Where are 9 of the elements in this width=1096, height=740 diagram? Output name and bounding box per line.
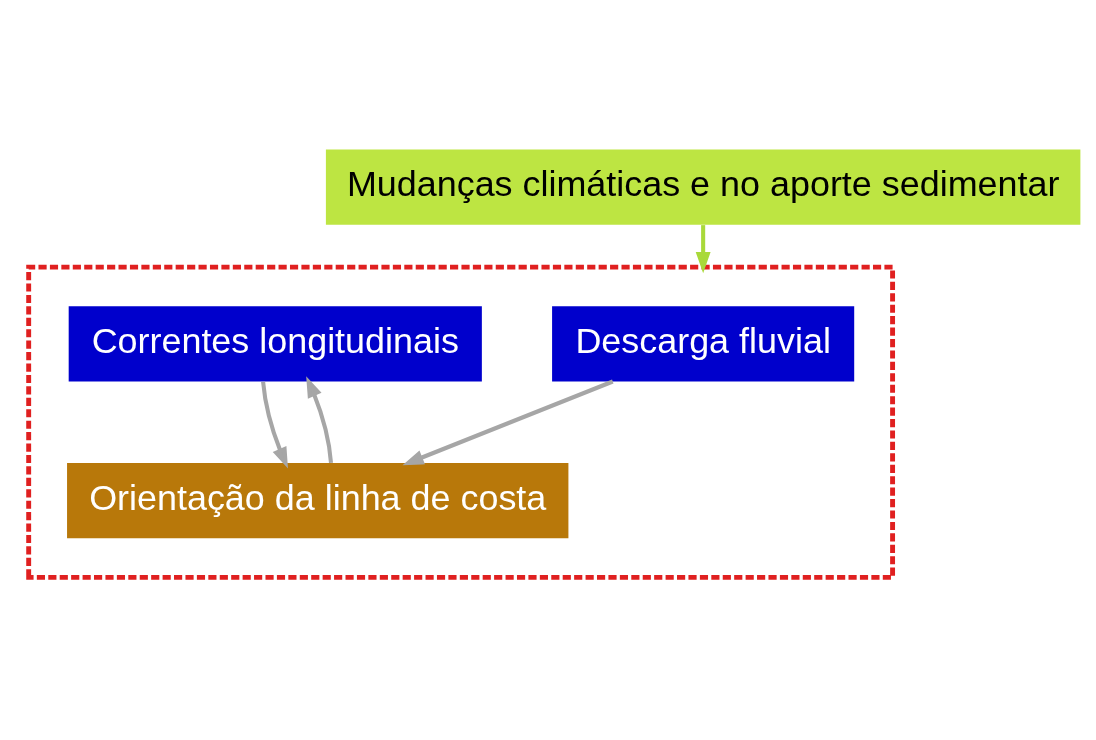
arrow [306,376,334,464]
node-box: Descarga fluvial [552,306,855,382]
arrow [402,379,614,466]
node-box: Correntes longitudinais [68,306,482,382]
node-box: Orientação da linha de costa [67,463,569,539]
arrow [261,381,288,469]
arrow [695,225,711,274]
node-box: Mudanças climáticas e no aporte sedimentar [325,149,1081,225]
cluster [26,264,896,580]
